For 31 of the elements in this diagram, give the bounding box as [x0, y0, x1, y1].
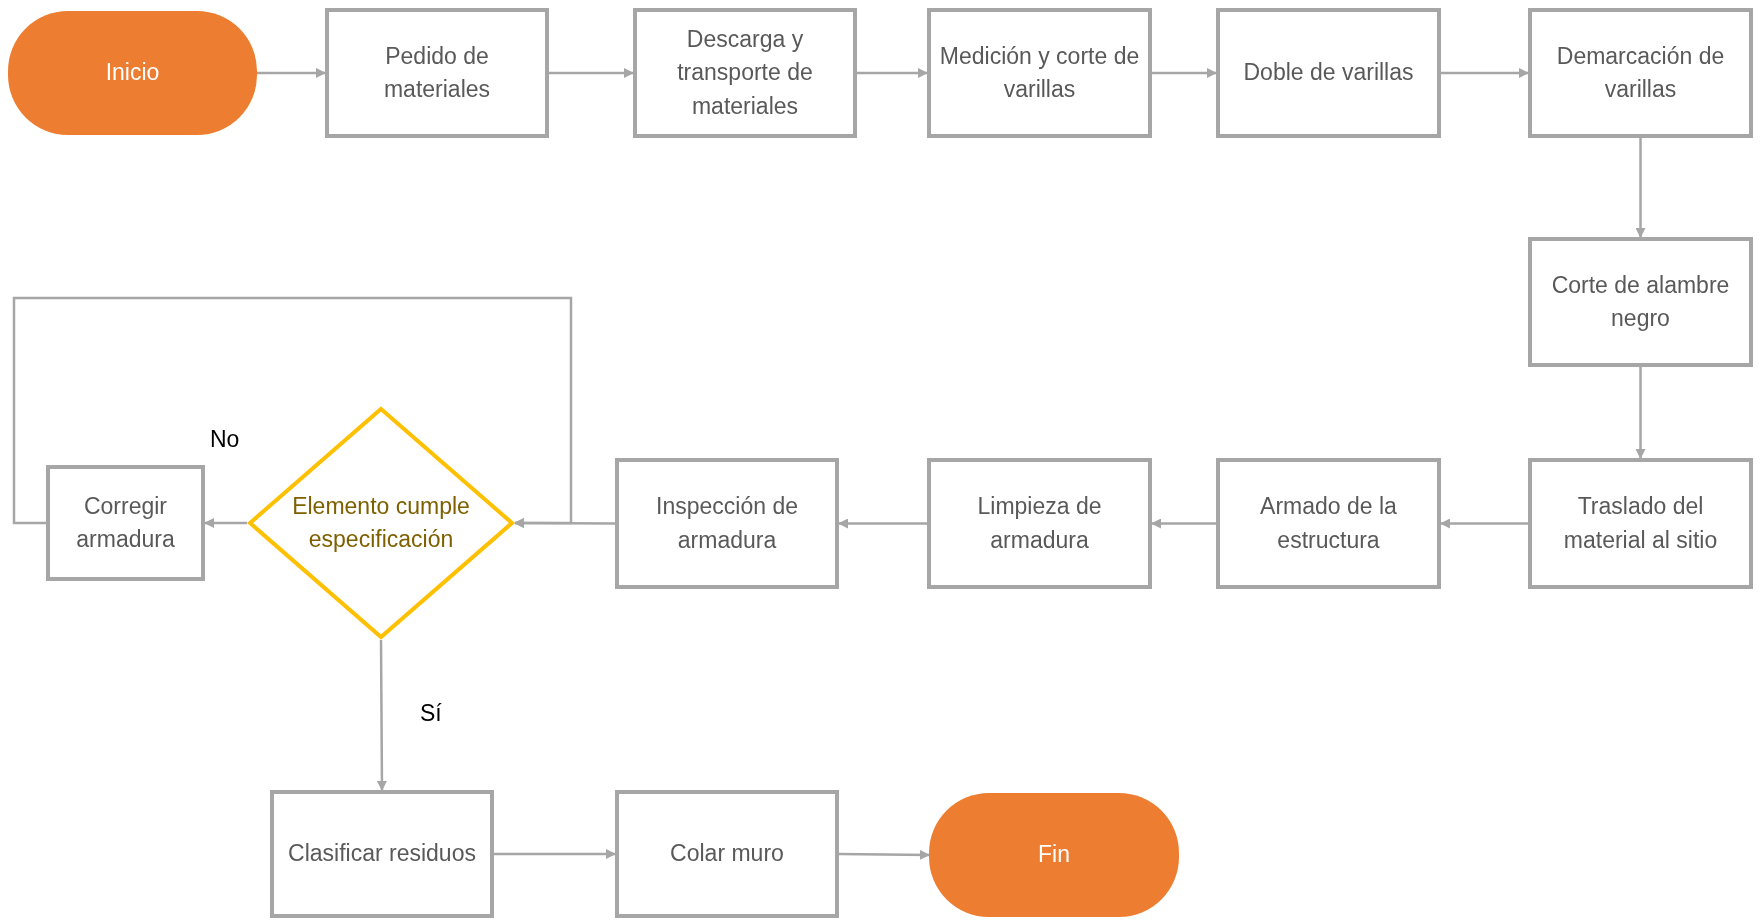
- arrow: [494, 849, 616, 859]
- arrow: [857, 68, 928, 78]
- process-box: Demarcación de varillas: [1528, 8, 1753, 138]
- arrow: [204, 518, 247, 528]
- process-box: Clasificar residuos: [270, 790, 494, 918]
- arrow: [1441, 68, 1529, 78]
- process-box: Inspección de armadura: [615, 458, 839, 589]
- process-box: Pedido de materiales: [325, 8, 549, 138]
- decision-text: Elemento cumple especificación: [291, 491, 471, 554]
- process-box: Limpieza de armadura: [927, 458, 1152, 589]
- arrow: [257, 68, 326, 78]
- process-box: Traslado del material al sitio: [1528, 458, 1753, 589]
- process-box: Armado de la estructura: [1216, 458, 1441, 589]
- arrow: [1152, 68, 1217, 78]
- process-box: Descarga y transporte de materiales: [633, 8, 857, 138]
- arrow: [1440, 518, 1528, 529]
- arrow: [1151, 518, 1216, 529]
- terminal-shape: Inicio: [8, 11, 257, 135]
- arrow: [1635, 138, 1646, 238]
- process-box: Colar muro: [615, 790, 839, 918]
- arrow: [839, 849, 930, 860]
- arrow: [12, 296, 573, 528]
- arrow: [549, 68, 634, 78]
- process-box: Doble de varillas: [1216, 8, 1441, 138]
- process-box: Medición y corte de varillas: [927, 8, 1152, 138]
- arrow: [1635, 367, 1646, 459]
- arrow: [838, 518, 927, 529]
- arrow: [376, 640, 387, 791]
- terminal-shape: Fin: [929, 793, 1179, 917]
- process-box: Corte de alambre negro: [1528, 237, 1753, 367]
- process-box: Corregir armadura: [46, 465, 205, 581]
